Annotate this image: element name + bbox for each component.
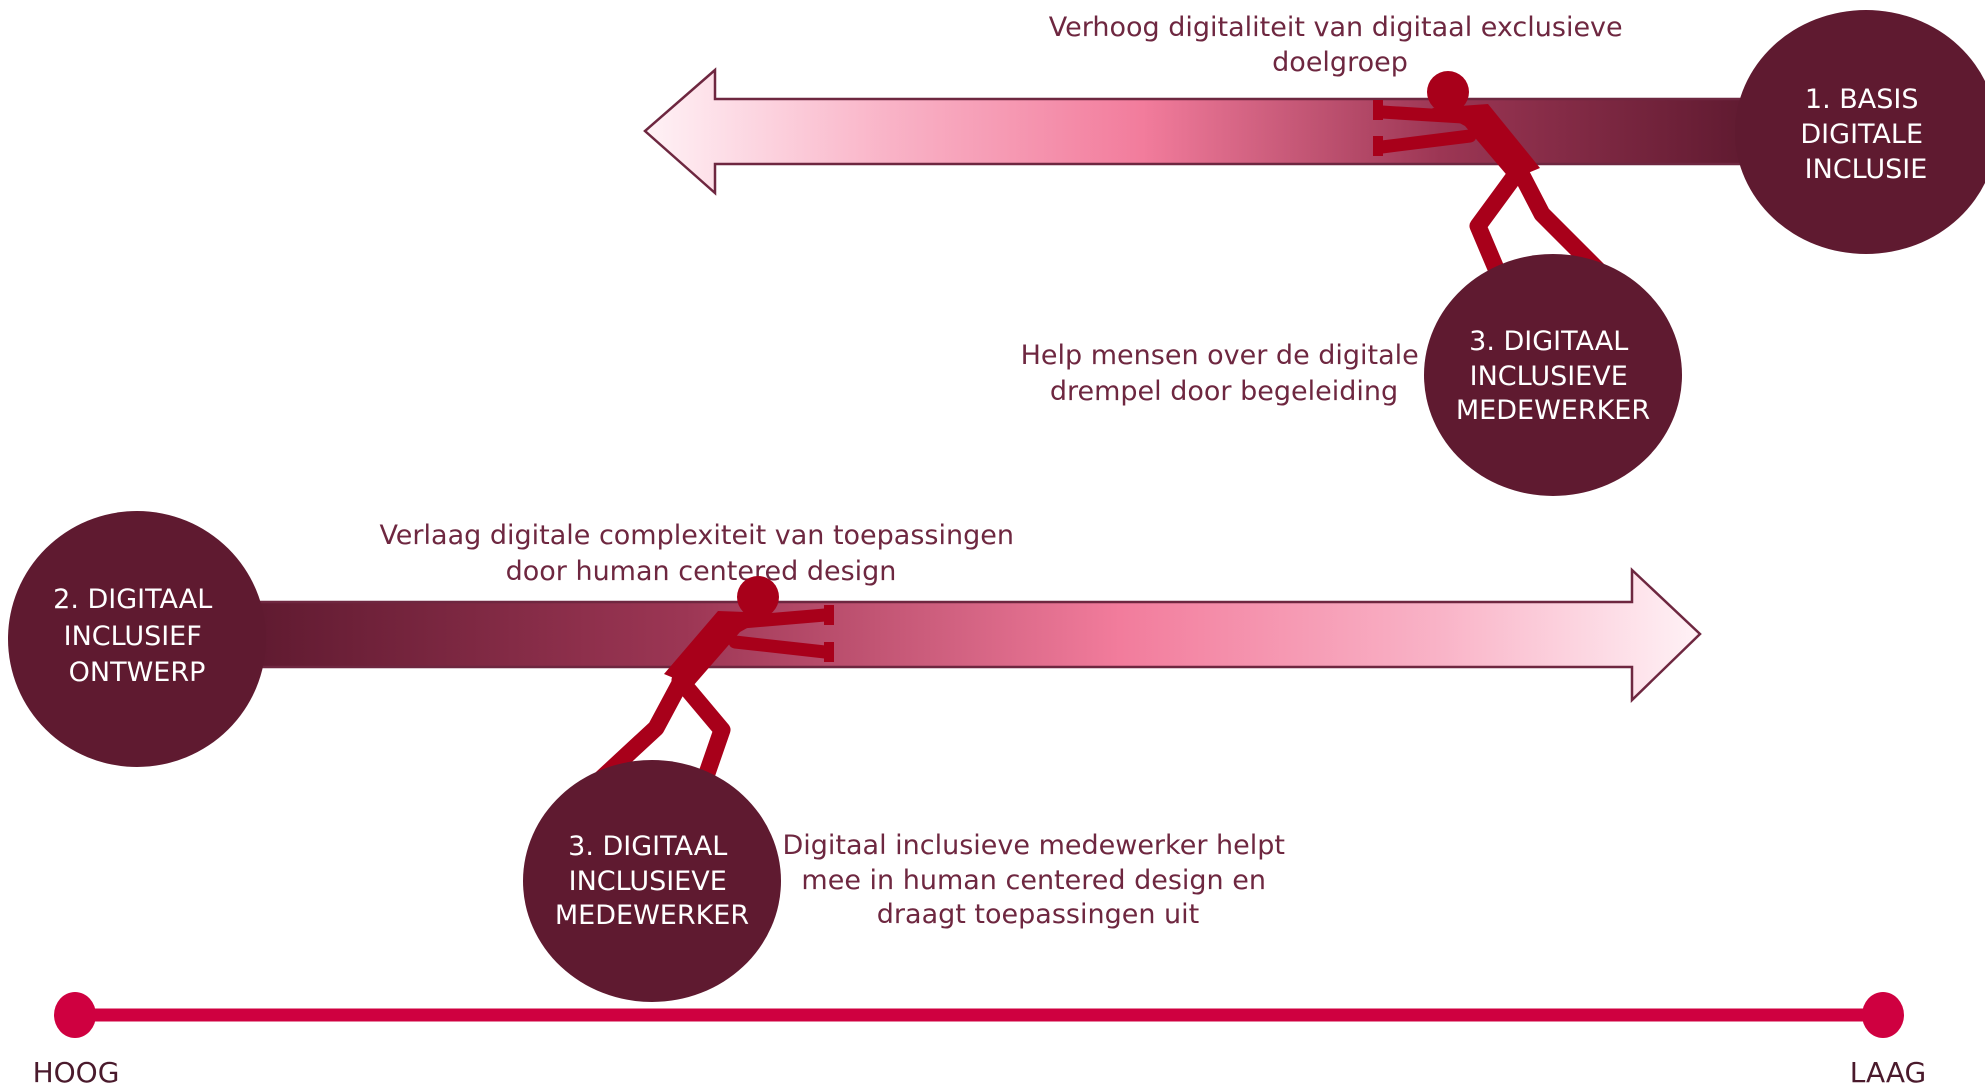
bottom-arrow [248, 567, 1702, 703]
scale-left-dot [54, 992, 96, 1038]
svg-text:3. DIGITAAL INCLUSIEVE: 3. DIGITAAL INCLUSIEVE MEDEWERKER [555, 831, 749, 931]
svg-text:2. DIGITAAL INCLUSIEF: 2. DIGITAAL INCLUSIEF ONTWERP [53, 584, 221, 688]
scale-left-label: HOOG [33, 1056, 120, 1086]
circle-digitaal-inclusief-ontwerp: 2. DIGITAAL INCLUSIEF ONTWERP [8, 511, 266, 767]
circle-digitaal-inclusieve-medewerker-bottom: 3. DIGITAAL INCLUSIEVE MEDEWERKER [523, 760, 781, 1002]
circle-basis-digitale-inclusie: 1. BASIS DIGITALE INCLUSIE [1735, 10, 1985, 254]
bottom-helper-caption: Digitaal inclusieve medewerker helpt mee… [782, 830, 1293, 930]
scale-right-label: LAAG [1850, 1056, 1927, 1086]
scale-axis [54, 992, 1904, 1038]
scale-right-dot [1862, 992, 1904, 1038]
top-helper-caption: Help mensen over de digitale drempel doo… [1021, 340, 1428, 407]
top-arrow [643, 67, 1752, 196]
bottom-arrow-caption: Verlaag digitale complexiteit van toepas… [379, 520, 1022, 587]
top-arrow-caption: Verhoog digitaliteit van digitaal exclus… [1049, 12, 1632, 78]
svg-text:1. BASIS DIGITALE: 1. BASIS DIGITALE INCLUSIE [1800, 84, 1931, 185]
circle-digitaal-inclusieve-medewerker-top: 3. DIGITAAL INCLUSIEVE MEDEWERKER [1424, 254, 1682, 496]
svg-text:3. DIGITAAL INCLUSIEVE: 3. DIGITAAL INCLUSIEVE MEDEWERKER [1456, 326, 1650, 426]
